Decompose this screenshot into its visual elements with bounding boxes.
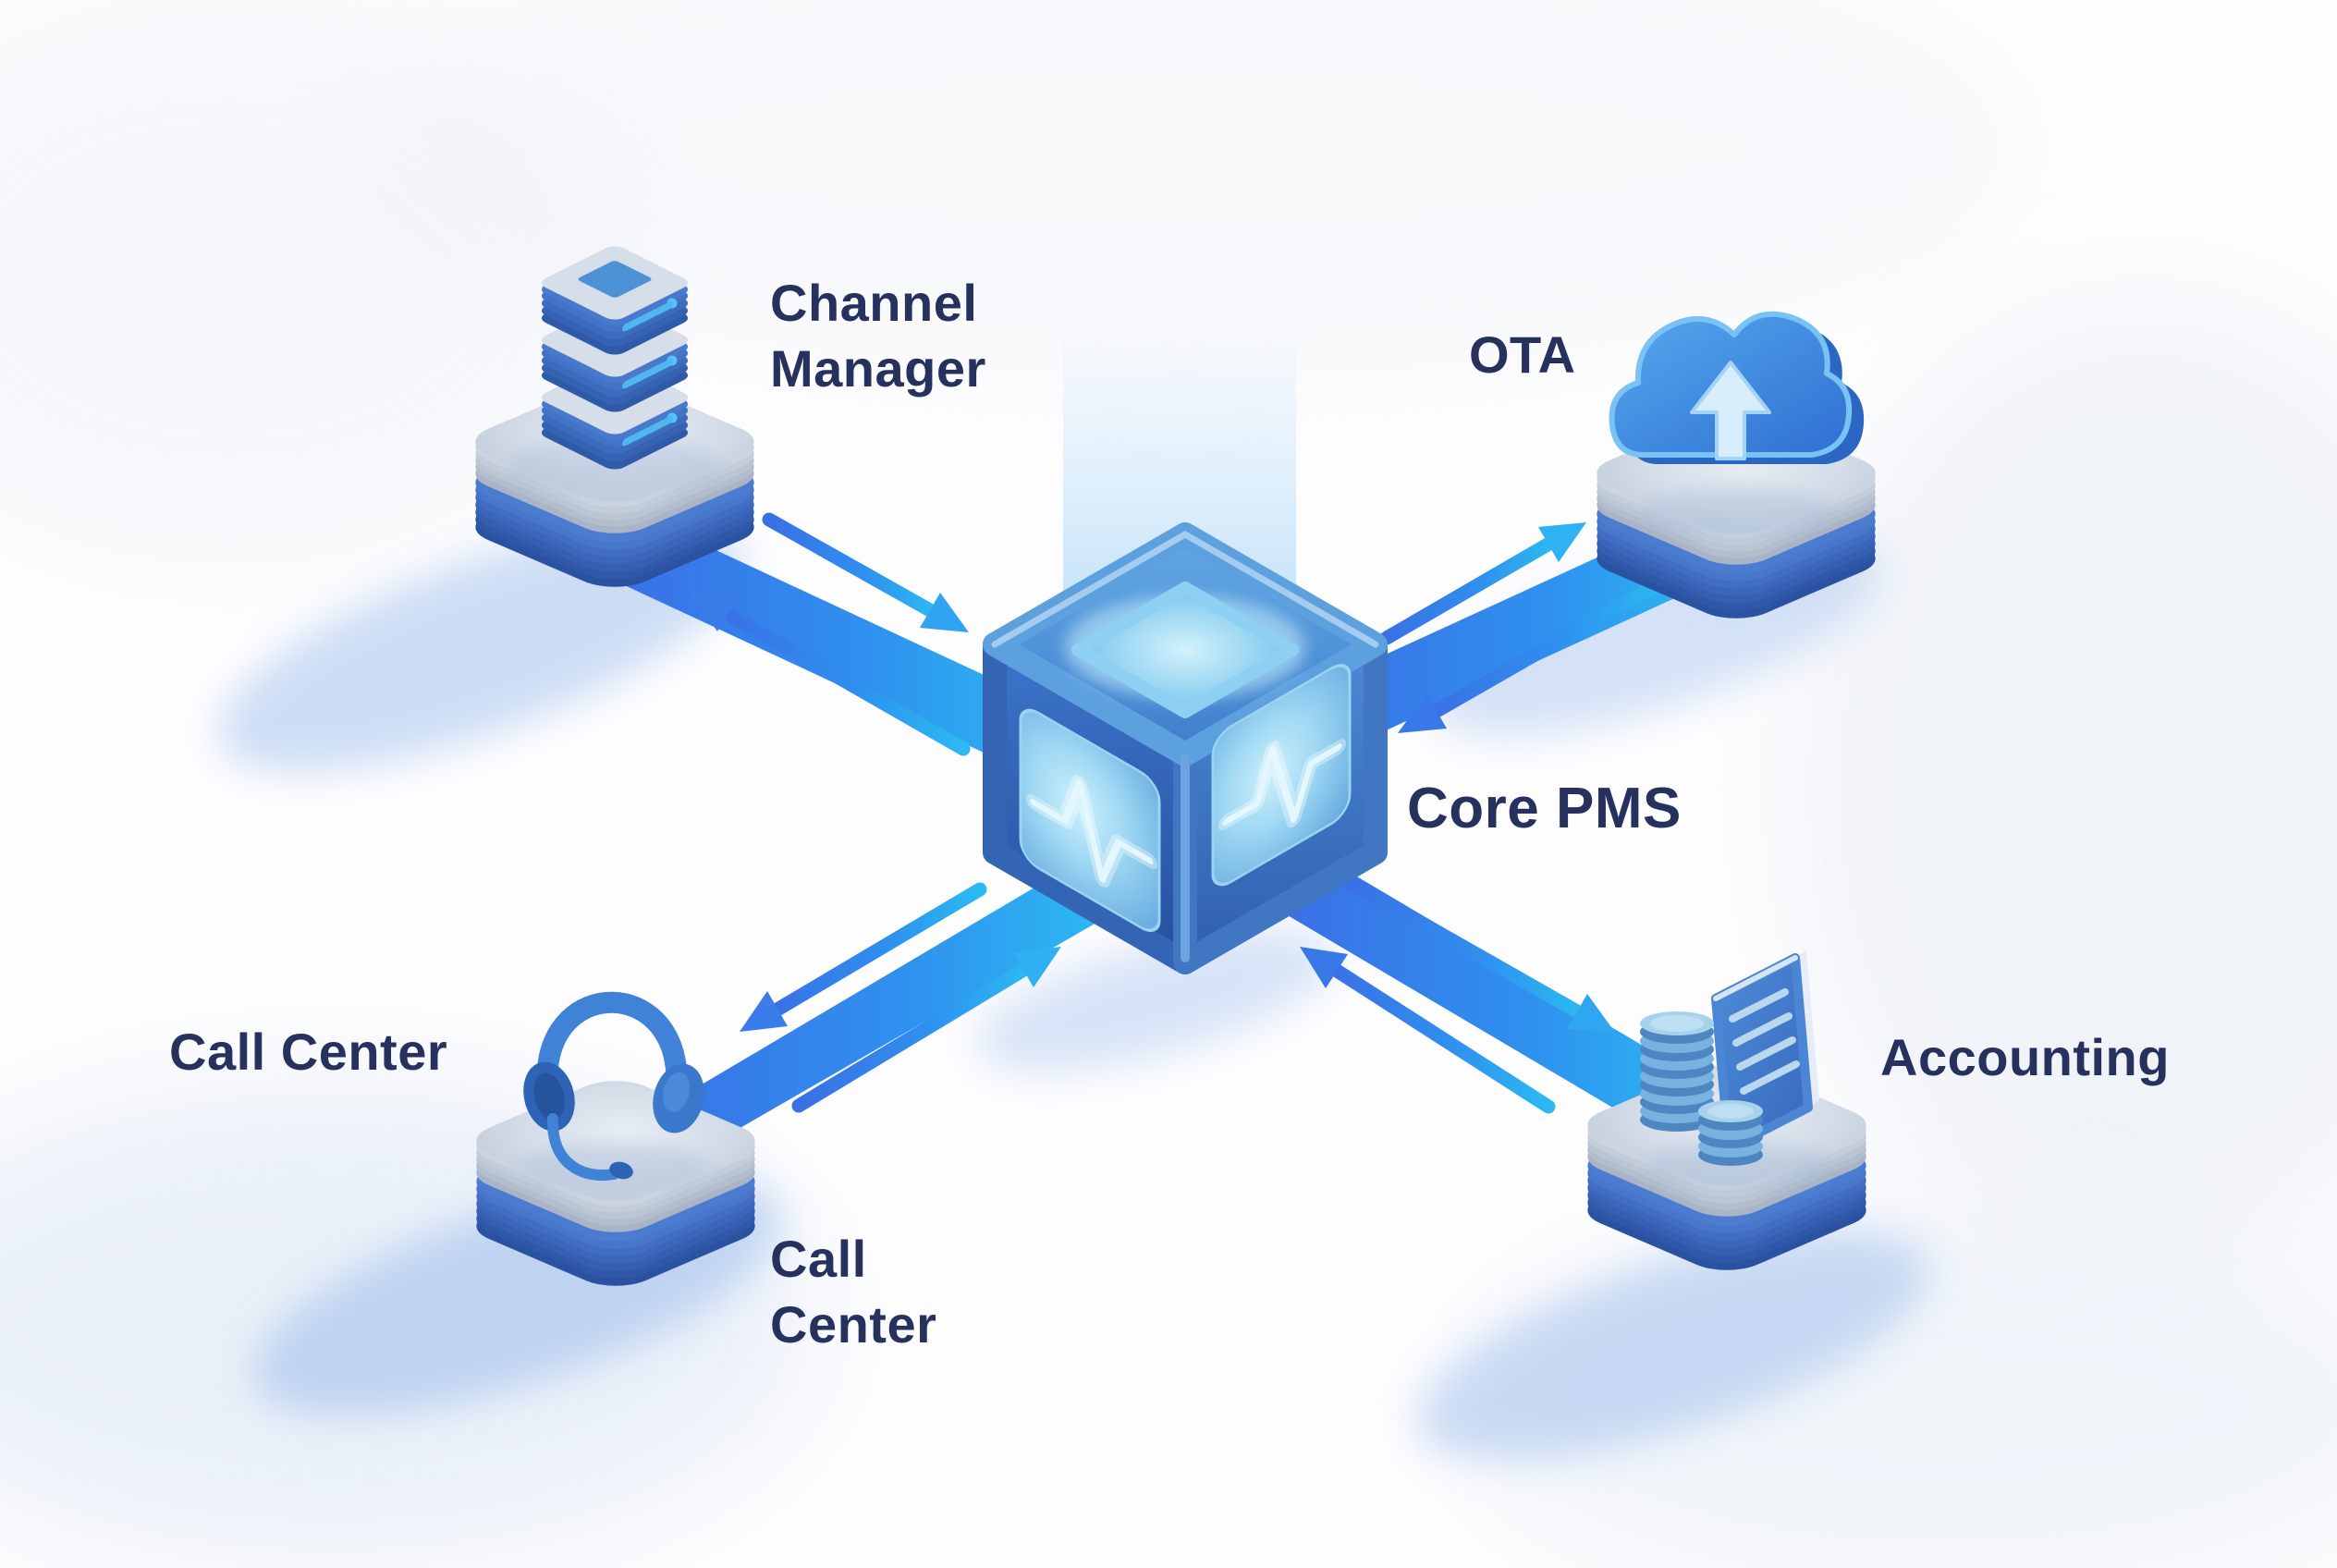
- accounting-node: [1570, 950, 1884, 1278]
- arrow-callcenter-to-core: [791, 947, 1061, 1113]
- cube-top-panel: [1071, 582, 1299, 718]
- coin-stack-large: [1640, 1011, 1714, 1132]
- core-pms-cube: [983, 522, 1388, 974]
- headset-icon: [523, 991, 704, 1181]
- channel-manager-label: Channel Manager: [770, 274, 986, 398]
- arrow-core-to-accounting: [1340, 874, 1616, 1034]
- cube-right-panel: [1211, 664, 1352, 887]
- coin-stack-small: [1698, 1100, 1763, 1166]
- arrow-core-to-channel: [689, 592, 971, 756]
- arrow-channel-to-core: [762, 512, 969, 632]
- thin-arrows: [689, 512, 1671, 1114]
- coins-ledger-icon: [1640, 950, 1819, 1166]
- ota-label: OTA: [1469, 325, 1576, 384]
- ecg-pulse-line: [1030, 778, 1154, 883]
- cube-left-panel: [1019, 708, 1161, 932]
- ribbon-callcenter-core: [634, 843, 1109, 1189]
- channel-manager-node: [458, 243, 772, 594]
- accounting-label: Accounting: [1880, 1028, 2170, 1086]
- ota-node: [1579, 311, 1893, 626]
- ribbon-core-accounting: [1281, 839, 1719, 1163]
- arrow-core-to-ota: [1379, 522, 1586, 645]
- ribbon-channel-core: [617, 509, 1063, 784]
- cloud-upload-icon: [1609, 311, 1865, 464]
- call-center-node: [459, 991, 773, 1293]
- arrow-accounting-to-core: [1300, 947, 1556, 1114]
- call-center-label: Call Center: [169, 1023, 448, 1081]
- core-pms-label: Core PMS: [1407, 777, 1682, 840]
- ecg-pulse-line: [1222, 743, 1342, 826]
- upload-arrow-icon: [1690, 361, 1771, 460]
- server-stack-icon: [536, 243, 693, 472]
- arrow-ota-to-core: [1398, 573, 1671, 733]
- arrow-core-to-callcenter: [740, 882, 987, 1032]
- call-center-secondary-label: Call Center: [770, 1230, 937, 1354]
